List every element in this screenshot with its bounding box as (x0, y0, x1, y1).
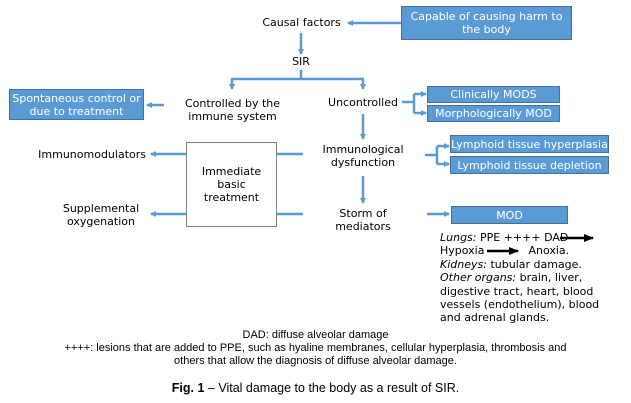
spontaneous-line-2: due to treatment (29, 104, 124, 118)
node-mod: MOD (451, 206, 568, 224)
caption-label: Fig. 1 (171, 381, 205, 395)
node-immunomodulators: Immunomodulators (38, 148, 146, 161)
node-controlled: Controlled by the immune system (170, 97, 295, 123)
arrow-immuno-split (425, 146, 439, 164)
anoxia-text: Anoxia. (528, 244, 570, 258)
other-organs-text-3: vessels (endothelium), blood (440, 298, 600, 312)
node-storm-of-mediators: Storm of mediators (320, 207, 406, 233)
node-causal-factors: Causal factors (262, 16, 341, 29)
legend-plus-2: others that allow the diagnosis of diffu… (174, 355, 457, 367)
immunological-line-1: Immunological (322, 143, 404, 156)
other-organs-text-2: digestive tract, heart, blood (440, 284, 594, 298)
storm-line-2: mediators (335, 220, 391, 233)
node-morphologically-mod: Morphologically MOD (427, 105, 560, 122)
node-immediate-treatment: Immediate basic treatment (186, 142, 277, 227)
node-clinically-mods: Clinically MODS (427, 86, 560, 103)
spontaneous-line-1: Spontaneous control or (12, 91, 141, 105)
immunological-line-2: dysfunction (330, 156, 396, 169)
treatment-line-3: treatment (203, 191, 260, 204)
node-supplemental-oxygenation: Supplemental oxygenation (56, 202, 146, 228)
legend-dad: DAD: diffuse alveolar damage (242, 329, 389, 341)
node-sir: SIR (292, 55, 310, 68)
capable-line-1: Capable of causing harm to (410, 10, 563, 23)
caption-text: – Vital damage to the body as a result o… (204, 381, 460, 395)
other-organs-text-4: and adrenal glands. (440, 311, 550, 325)
node-lymphoid-hyperplasia: Lymphoid tissue hyperplasia (450, 135, 609, 153)
hypoxia-text: Hypoxia (440, 244, 485, 258)
lungs-label: Lungs: (440, 231, 477, 244)
figure-caption: Fig. 1 – Vital damage to the body as a r… (0, 381, 631, 395)
arrow-uncontrolled-split (402, 94, 416, 113)
capable-line-2: the body (462, 23, 511, 36)
supplemental-line-2: oxygenation (67, 215, 135, 228)
controlled-line-1: Controlled by the (184, 97, 281, 110)
other-organs-label: Other organs: (440, 271, 517, 285)
other-organs-text-1: brain, liver, (519, 271, 583, 285)
lungs-text: PPE ++++ DAD (480, 231, 569, 244)
arrow-sir-split (231, 70, 364, 81)
organ-notes: Lungs: PPE ++++ DAD Hypoxia Anoxia. Kidne… (440, 231, 599, 325)
kidneys-text: tubular damage. (490, 257, 582, 271)
supplemental-line-1: Supplemental (62, 202, 140, 215)
node-spontaneous: Spontaneous control or due to treatment (9, 89, 144, 120)
legend-plus-1: ++++: lesions that are added to PPE, suc… (64, 342, 567, 354)
treatment-line-1: Immediate (201, 165, 262, 178)
controlled-line-2: immune system (188, 110, 277, 123)
kidneys-label: Kidneys: (440, 257, 487, 271)
node-lymphoid-depletion: Lymphoid tissue depletion (450, 156, 609, 174)
node-capable-harm: Capable of causing harm to the body (401, 6, 572, 40)
node-uncontrolled: Uncontrolled (328, 96, 398, 109)
treatment-line-2: basic (217, 178, 246, 191)
storm-line-1: Storm of (339, 207, 387, 220)
node-immunological-dysfunction: Immunological dysfunction (318, 143, 408, 169)
